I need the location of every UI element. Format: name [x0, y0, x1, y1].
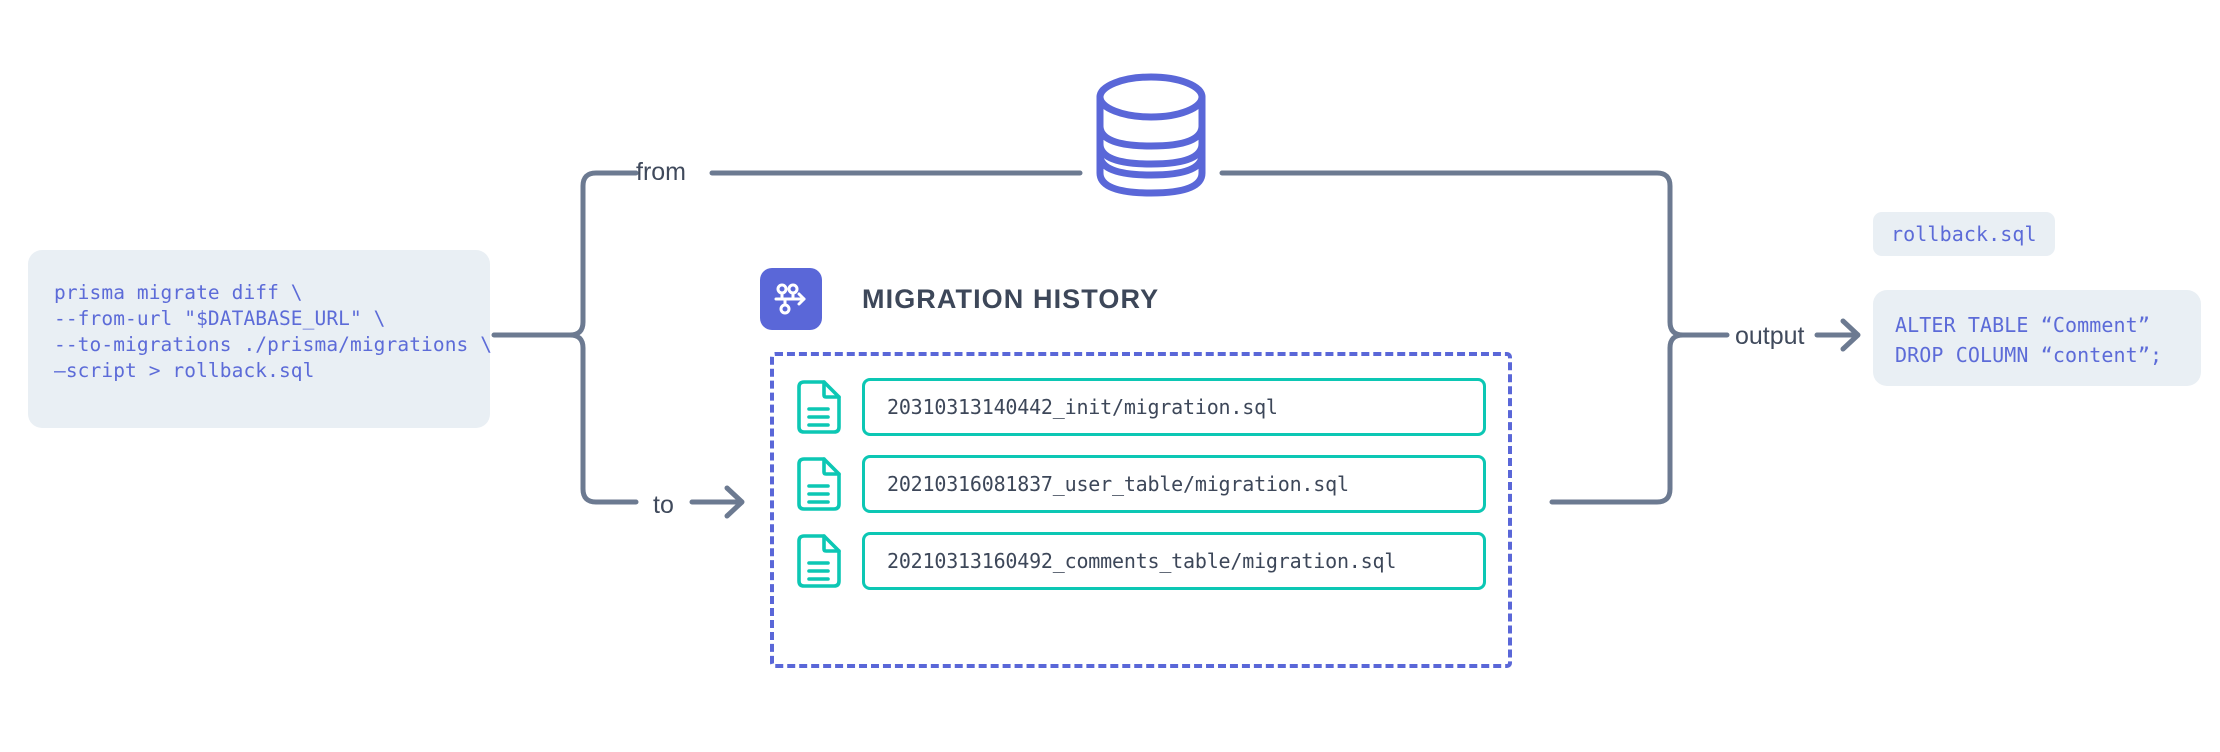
file-document-icon	[797, 457, 841, 511]
to-arrow-head	[724, 485, 745, 519]
prisma-command-code-block: prisma migrate diff \ --from-url "$DATAB…	[28, 250, 493, 428]
command-line: prisma migrate diff \	[54, 281, 303, 304]
migration-file-name: 20210313160492_comments_table/migration.…	[887, 549, 1397, 573]
file-document-icon	[797, 534, 841, 588]
migration-file-name: 20210316081837_user_table/migration.sql	[887, 472, 1349, 496]
output-edge-label: output	[1735, 322, 1805, 350]
command-line: –script > rollback.sql	[54, 359, 315, 382]
branch-glyph	[774, 283, 806, 315]
migration-file-name: 20310313140442_init/migration.sql	[887, 395, 1278, 419]
output-filename-text: rollback.sql	[1891, 222, 2037, 246]
migration-file-box[interactable]: 20210316081837_user_table/migration.sql	[862, 455, 1486, 513]
migration-list-item[interactable]: 20210316081837_user_table/migration.sql	[796, 455, 1508, 513]
migration-history-title: MIGRATION HISTORY	[862, 284, 1160, 314]
sql-line: ALTER TABLE “Comment”	[1895, 313, 2150, 337]
migration-branch-icon	[760, 268, 822, 330]
migration-list-item[interactable]: 20310313140442_init/migration.sql	[796, 378, 1508, 436]
command-line: --from-url "$DATABASE_URL" \	[54, 307, 386, 330]
to-edge-label: to	[653, 491, 674, 519]
migration-file-box[interactable]: 20210313160492_comments_table/migration.…	[862, 532, 1486, 590]
database-cylinder-icon	[1096, 73, 1206, 197]
file-document-icon	[797, 380, 841, 434]
sql-line: DROP COLUMN “content”;	[1895, 343, 2163, 367]
output-arrow-head	[1840, 318, 1861, 352]
migration-file-box[interactable]: 20310313140442_init/migration.sql	[862, 378, 1486, 436]
output-sql-code-block: ALTER TABLE “Comment” DROP COLUMN “conte…	[1873, 290, 2201, 386]
command-line: --to-migrations ./prisma/migrations \	[54, 333, 493, 356]
migration-history-list: 20310313140442_init/migration.sql 202103…	[770, 352, 1512, 668]
migration-list-item[interactable]: 20210313160492_comments_table/migration.…	[796, 532, 1508, 590]
left-brace	[567, 170, 639, 505]
output-filename-badge: rollback.sql	[1873, 212, 2055, 256]
from-edge-label: from	[636, 158, 686, 186]
